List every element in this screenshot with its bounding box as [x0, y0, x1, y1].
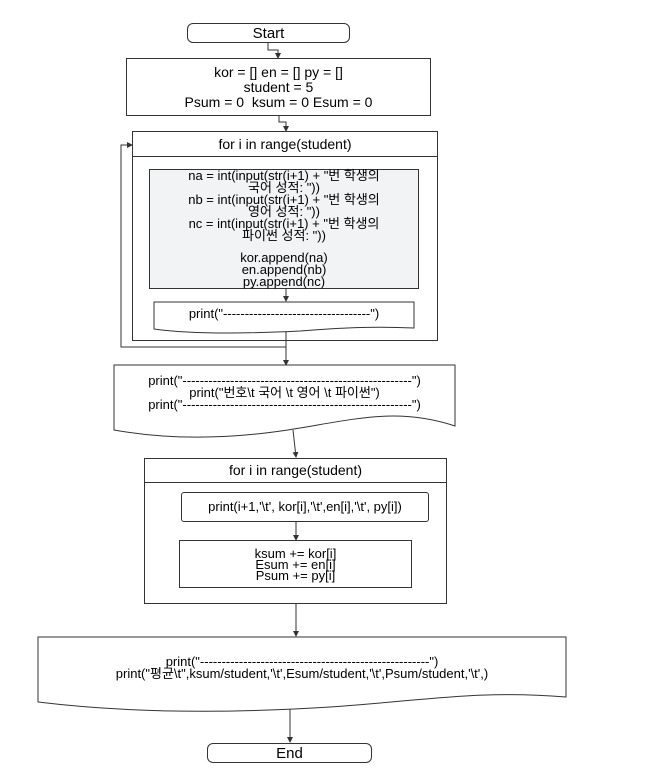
loop1-back-arrow	[120, 142, 287, 348]
input-line-6: 파이썬 성적: "))	[242, 228, 326, 243]
init-process: kor = [] en = [] py = [] student = 5 Psu…	[126, 58, 431, 116]
loop2-header: for i in range(student)	[144, 458, 447, 483]
print-avg-line-1: print("---------------------------------…	[165, 654, 439, 669]
print-header-text: print("---------------------------------…	[114, 373, 455, 412]
sum-process: ksum += kor[i] Esum += en[i] Psum += py[…	[179, 540, 412, 588]
print-row-io: print(i+1,'\t', kor[i],'\t',en[i],'\t', …	[181, 492, 429, 522]
sum-line-2: Esum += en[i]	[255, 556, 336, 572]
arrow-printheader-loop2	[292, 429, 299, 458]
loop2-container	[144, 458, 447, 604]
input-line-5: nc = int(input(str(i+1) + "번 학생의	[188, 216, 380, 231]
input-process: na = int(input(str(i+1) + "번 학생의 국어 성적: …	[149, 169, 419, 289]
print-row-text: print(i+1,'\t', kor[i],'\t',en[i],'\t', …	[208, 499, 402, 514]
sum-line-1: ksum += kor[i]	[254, 545, 337, 561]
print-header-shape	[113, 364, 456, 438]
init-line-3: Psum = 0 ksum = 0 Esum = 0	[184, 93, 373, 110]
print-header-line-3: print("---------------------------------…	[148, 397, 421, 412]
end-terminal: End	[207, 743, 372, 763]
end-label: End	[276, 744, 303, 762]
loop2-header-label: for i in range(student)	[228, 462, 363, 478]
loop1-header-label: for i in range(student)	[218, 135, 352, 152]
loop1-header: for i in range(student)	[132, 131, 438, 157]
input-line-1: na = int(input(str(i+1) + "번 학생의	[188, 168, 380, 183]
print-avg-shape	[37, 636, 567, 712]
input-line-10: py.append(nc)	[242, 274, 326, 289]
arrow-init-loop1	[278, 116, 289, 132]
print-header-line-2: print("번호\t 국어 \t 영어 \t 파이썬")	[189, 385, 380, 400]
input-line-4: 영어 성적: "))	[248, 204, 320, 219]
print-avg-text: print("---------------------------------…	[38, 654, 566, 681]
input-line-8: kor.append(na)	[240, 250, 328, 265]
arrow-start-init	[267, 43, 281, 59]
loop1-container	[132, 131, 438, 341]
start-label: Start	[252, 24, 285, 42]
input-line-2: 국어 성적: "))	[248, 180, 320, 195]
start-terminal: Start	[187, 23, 350, 43]
sum-line-3: Psum += py[i]	[255, 567, 336, 583]
print-sep1-shape	[153, 301, 415, 334]
input-line-9: en.append(nb)	[241, 262, 327, 277]
print-sep1-text: print("---------------------------------…	[188, 306, 380, 321]
input-line-3: nb = int(input(str(i+1) + "번 학생의	[188, 192, 380, 207]
print-header-line-1: print("---------------------------------…	[148, 373, 421, 388]
init-line-2: student = 5	[243, 78, 314, 95]
init-line-1: kor = [] en = [] py = []	[214, 63, 343, 80]
print-avg-line-2: print("평균\t",ksum/student,'\t',Esum/stud…	[115, 666, 489, 681]
